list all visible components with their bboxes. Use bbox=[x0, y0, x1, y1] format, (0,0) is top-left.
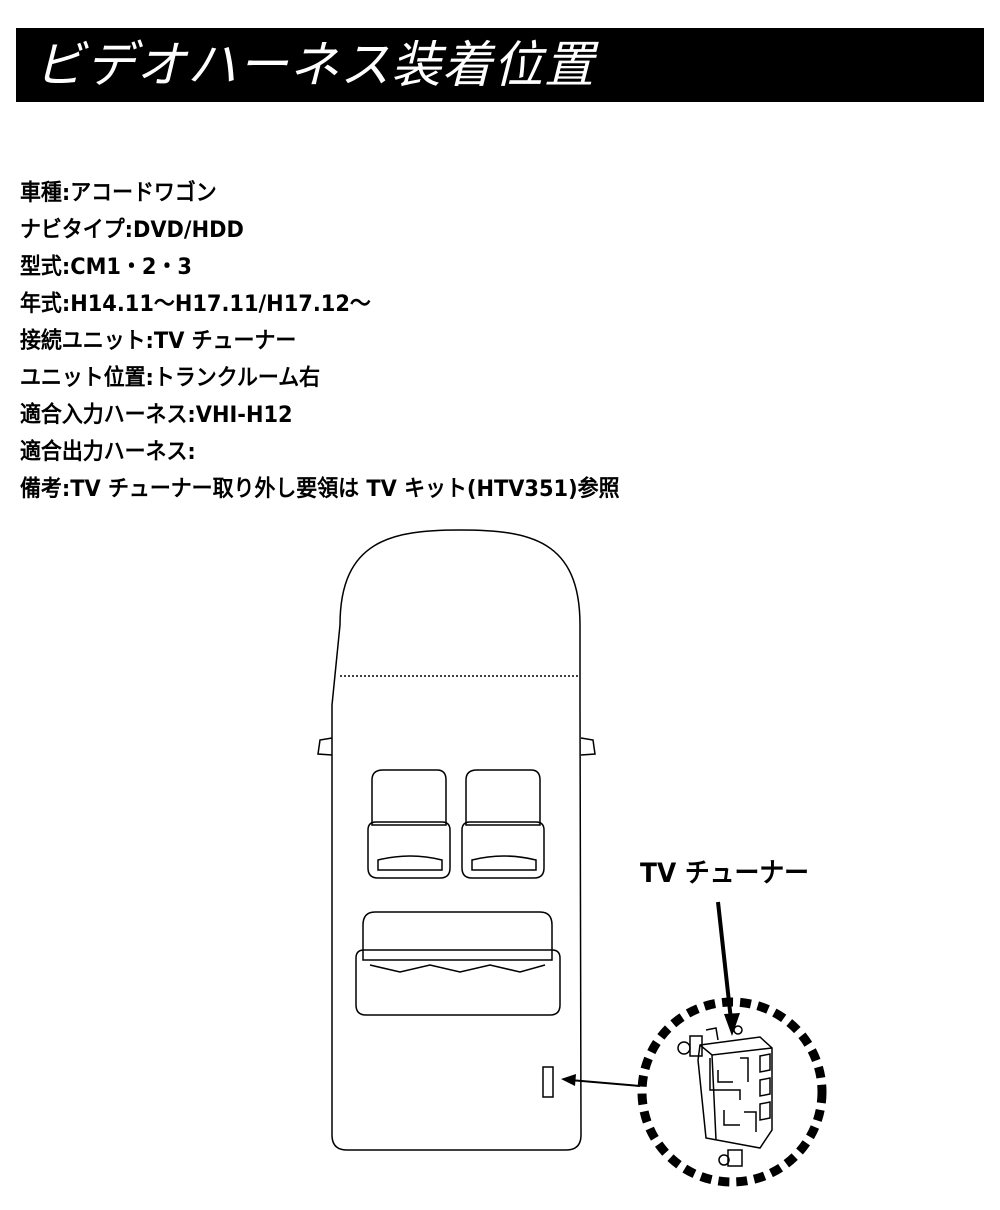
spec-model-year: 年式:H14.11～H17.11/H17.12～ bbox=[20, 291, 371, 317]
location-arrow bbox=[561, 1074, 641, 1087]
spec-connection-unit: 接続ユニット:TV チューナー bbox=[20, 328, 297, 354]
spec-navi-type: ナビタイプ:DVD/HDD bbox=[20, 217, 244, 243]
rear-bench-seat bbox=[355, 911, 561, 1016]
spec-vehicle-model: 車種:アコードワゴン bbox=[20, 180, 217, 206]
car-body-outline bbox=[331, 529, 582, 1151]
title-banner: ビデオハーネス装着位置 bbox=[16, 28, 984, 102]
left-mirror bbox=[317, 737, 333, 756]
spec-input-harness: 適合入力ハーネス:VHI-H12 bbox=[20, 402, 293, 428]
label-arrow bbox=[716, 901, 740, 1036]
tv-tuner-callout-label: TV チューナー bbox=[640, 858, 810, 889]
spec-unit-position: ユニット位置:トランクルーム右 bbox=[20, 365, 321, 391]
spec-list: 車種:アコードワゴン ナビタイプ:DVD/HDD 型式:CM1・2・3 年式:H… bbox=[20, 175, 980, 508]
spec-model-code: 型式:CM1・2・3 bbox=[20, 254, 192, 280]
spec-remarks: 備考:TV チューナー取り外し要領は TV キット(HTV351)参照 bbox=[20, 476, 620, 502]
car-top-view bbox=[317, 529, 596, 1151]
right-mirror bbox=[580, 737, 596, 756]
spec-output-harness: 適合出力ハーネス: bbox=[20, 439, 196, 465]
tuner-location-marker bbox=[542, 1066, 554, 1098]
front-right-seat bbox=[461, 769, 545, 879]
detail-magnifier-circle bbox=[637, 997, 827, 1187]
tv-tuner-unit-drawing bbox=[677, 1025, 773, 1167]
page-title: ビデオハーネス装着位置 bbox=[34, 36, 595, 94]
front-left-seat bbox=[367, 769, 451, 879]
